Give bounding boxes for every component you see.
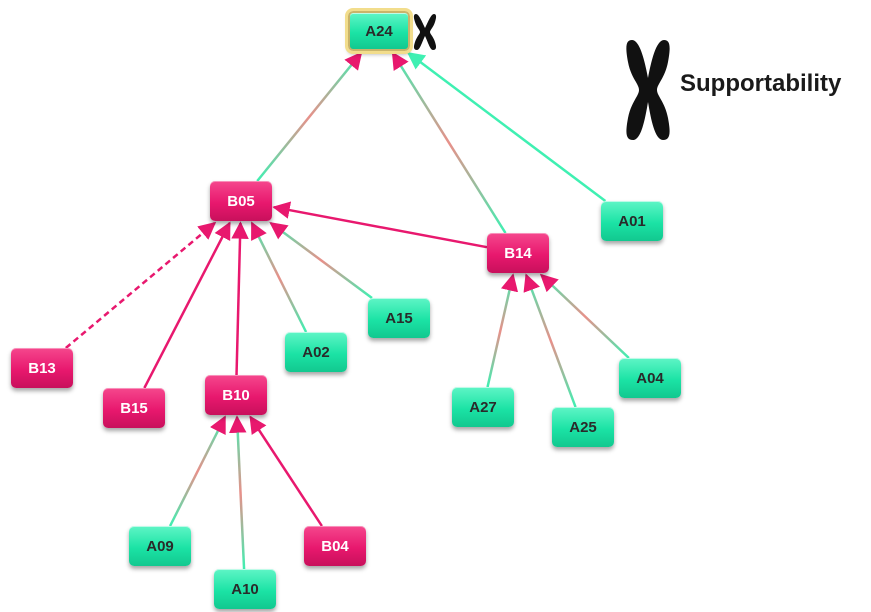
node-label: A24 bbox=[365, 22, 393, 40]
node-b15: B15 bbox=[103, 388, 165, 428]
node-a01: A01 bbox=[601, 201, 663, 241]
legend-label: Supportability bbox=[680, 70, 842, 97]
node-label: A10 bbox=[231, 580, 259, 598]
node-b04: B04 bbox=[304, 526, 366, 566]
node-b05: B05 bbox=[210, 181, 272, 221]
node-label: B14 bbox=[504, 244, 532, 262]
node-a27: A27 bbox=[452, 387, 514, 427]
node-a15: A15 bbox=[368, 298, 430, 338]
node-a10: A10 bbox=[214, 569, 276, 609]
edge-a09-to-b10 bbox=[168, 415, 227, 527]
node-label: A25 bbox=[569, 418, 597, 436]
node-label: B15 bbox=[120, 399, 148, 417]
node-label: A27 bbox=[469, 398, 497, 416]
node-label: A02 bbox=[302, 343, 330, 361]
chromosome-icon-small bbox=[413, 14, 437, 50]
node-label: B10 bbox=[222, 386, 250, 404]
edge-a10-to-b10 bbox=[229, 415, 247, 570]
node-a09: A09 bbox=[129, 526, 191, 566]
edge-a27-to-b14 bbox=[486, 273, 519, 388]
node-label: B04 bbox=[321, 537, 349, 555]
node-label: A09 bbox=[146, 537, 174, 555]
edge-a04-to-b14 bbox=[539, 273, 630, 359]
edge-b14-to-a24 bbox=[391, 51, 507, 234]
edge-a02-to-b05 bbox=[250, 221, 308, 333]
node-a02: A02 bbox=[285, 332, 347, 372]
node-label: A01 bbox=[618, 212, 646, 230]
node-b13: B13 bbox=[11, 348, 73, 388]
node-label: A15 bbox=[385, 309, 413, 327]
edge-b04-to-b10 bbox=[249, 415, 323, 527]
edge-b05-to-a24 bbox=[256, 51, 363, 182]
node-label: A04 bbox=[636, 369, 664, 387]
edge-b14-to-b05 bbox=[272, 201, 488, 249]
node-b10: B10 bbox=[205, 375, 267, 415]
node-a24: A24 bbox=[345, 8, 413, 54]
edge-a01-to-a24 bbox=[406, 51, 607, 202]
node-label: B13 bbox=[28, 359, 56, 377]
edge-b15-to-b05 bbox=[143, 221, 231, 389]
chromosome-icon-large bbox=[626, 40, 670, 140]
edge-a25-to-b14 bbox=[523, 273, 577, 408]
edge-a15-to-b05 bbox=[269, 221, 373, 300]
node-a25: A25 bbox=[552, 407, 614, 447]
node-a04: A04 bbox=[619, 358, 681, 398]
edge-b13-to-b05 bbox=[65, 221, 217, 349]
edge-b10-to-b05 bbox=[231, 221, 249, 376]
node-b14: B14 bbox=[487, 233, 549, 273]
node-label: B05 bbox=[227, 192, 255, 210]
